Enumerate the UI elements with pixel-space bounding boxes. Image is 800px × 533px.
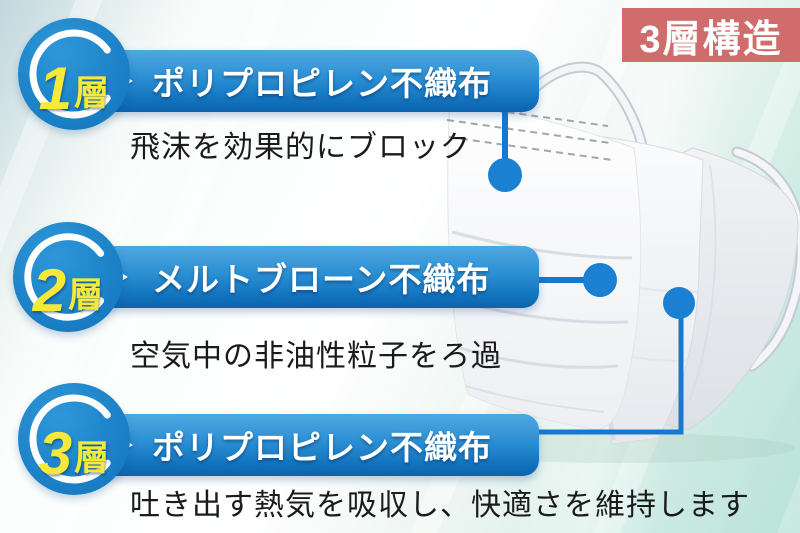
layer-number-2: 2 bbox=[32, 256, 67, 324]
layer-description-3: 吐き出す熱気を吸収し、快適さを維持します bbox=[130, 489, 750, 522]
ring-icon-1 bbox=[29, 29, 119, 119]
ring-icon-3 bbox=[29, 394, 119, 484]
material-label-2: メルトブローン不織布 bbox=[152, 261, 491, 298]
layer-number-3: 3 bbox=[38, 419, 73, 487]
ring-icon-2 bbox=[24, 233, 112, 321]
material-banner-1: ポリプロピレン不織布 bbox=[100, 50, 539, 112]
layer-description-2: 空気中の非油性粒子をろ過 bbox=[130, 340, 502, 373]
layer-unit-2: 層 bbox=[68, 276, 104, 315]
material-banner-3: ポリプロピレン不織布 bbox=[100, 414, 539, 476]
layer-unit-3: 層 bbox=[74, 439, 110, 478]
material-label-1: ポリプロピレン不織布 bbox=[152, 65, 492, 102]
structure-badge: 3層構造 bbox=[622, 8, 800, 62]
layer-description-1: 飛沫を効果的にブロック bbox=[130, 131, 471, 164]
layer-number-1: 1 bbox=[38, 54, 73, 122]
material-label-3: ポリプロピレン不織布 bbox=[152, 429, 492, 466]
layer-unit-1: 層 bbox=[74, 74, 110, 113]
material-banner-2: メルトブローン不織布 bbox=[95, 246, 539, 308]
